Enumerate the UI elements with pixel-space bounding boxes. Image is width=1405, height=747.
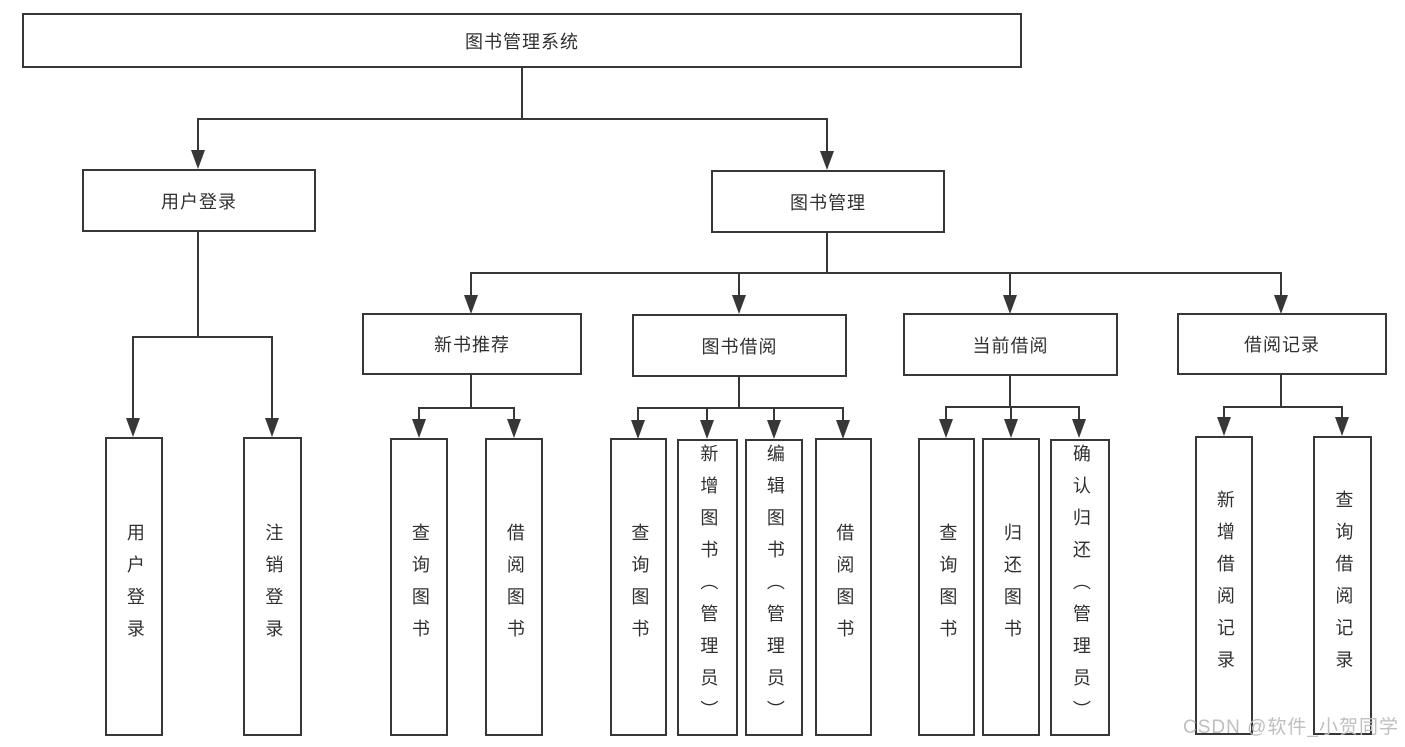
arrow-down-icon xyxy=(820,151,834,170)
connector-line xyxy=(637,407,843,409)
leaf-search-books: 查询图书 xyxy=(918,438,975,736)
arrow-down-icon xyxy=(1274,295,1288,314)
connector-line xyxy=(1341,406,1343,418)
connector-line xyxy=(1223,406,1343,408)
node-label: 借阅图书 xyxy=(834,523,855,651)
connector-line xyxy=(418,407,514,409)
node-label: 借阅记录 xyxy=(1244,335,1320,355)
connector-line xyxy=(513,407,515,420)
arrow-down-icon xyxy=(767,420,781,439)
node-label: 编辑图书（管理员） xyxy=(764,443,785,732)
node-label: 图书管理系统 xyxy=(465,31,579,52)
node-label: 新增图书（管理员） xyxy=(698,443,719,732)
arrow-down-icon xyxy=(700,420,714,439)
connector-line xyxy=(945,406,947,420)
node-label: 查询图书 xyxy=(937,523,958,651)
arrow-down-icon xyxy=(1072,419,1086,438)
leaf-edit-books-admin: 编辑图书（管理员） xyxy=(745,439,803,736)
node-book-management-module: 图书管理 xyxy=(711,170,945,233)
node-borrowing-records: 借阅记录 xyxy=(1177,313,1387,375)
node-current-borrowing: 当前借阅 xyxy=(903,313,1118,376)
node-label: 用户登录 xyxy=(161,191,237,212)
arrow-down-icon xyxy=(191,150,205,169)
node-user-login-module: 用户登录 xyxy=(82,169,316,232)
connector-line xyxy=(132,336,134,419)
arrow-down-icon xyxy=(265,418,279,437)
node-label: 注销登录 xyxy=(263,522,284,651)
connector-line xyxy=(418,407,420,420)
arrow-down-icon xyxy=(631,420,645,439)
arrow-down-icon xyxy=(836,420,850,439)
leaf-borrow-books: 借阅图书 xyxy=(485,438,543,736)
csdn-watermark: CSDN @软件_小贺同学 xyxy=(1183,717,1399,738)
arrow-down-icon xyxy=(1004,419,1018,438)
node-label: 查询图书 xyxy=(629,523,650,651)
connector-line xyxy=(132,336,273,338)
connector-line xyxy=(1280,375,1282,406)
node-label: 新增借阅记录 xyxy=(1214,489,1235,682)
leaf-search-books: 查询图书 xyxy=(390,438,448,736)
node-new-book-recommend: 新书推荐 xyxy=(362,313,582,375)
arrow-down-icon xyxy=(464,295,478,314)
connector-line xyxy=(738,377,740,407)
node-label: 查询借阅记录 xyxy=(1333,489,1354,682)
connector-line xyxy=(826,118,828,152)
connector-line xyxy=(826,233,828,272)
connector-line xyxy=(470,375,472,407)
connector-line xyxy=(945,406,1079,408)
connector-line xyxy=(197,118,199,152)
connector-line xyxy=(521,68,523,118)
arrow-down-icon xyxy=(1217,417,1231,436)
leaf-return-books: 归还图书 xyxy=(982,438,1040,736)
node-library-management-system: 图书管理系统 xyxy=(22,13,1022,68)
arrow-down-icon xyxy=(732,295,746,314)
leaf-search-books: 查询图书 xyxy=(610,438,667,736)
connector-line xyxy=(1223,406,1225,418)
connector-line xyxy=(470,272,1282,274)
node-label: 新书推荐 xyxy=(434,335,510,355)
connector-line xyxy=(773,407,775,420)
connector-line xyxy=(1280,272,1282,296)
connector-line xyxy=(842,407,844,420)
node-label: 借阅图书 xyxy=(504,523,525,651)
connector-line xyxy=(470,272,472,296)
arrow-down-icon xyxy=(126,418,140,437)
leaf-add-borrow-record: 新增借阅记录 xyxy=(1195,436,1253,735)
leaf-borrow-books: 借阅图书 xyxy=(815,438,872,736)
node-label: 归还图书 xyxy=(1001,523,1022,651)
connector-line xyxy=(738,272,740,296)
node-label: 图书借阅 xyxy=(701,336,778,357)
node-book-borrowing: 图书借阅 xyxy=(632,314,847,377)
node-label: 当前借阅 xyxy=(972,335,1049,356)
arrow-down-icon xyxy=(507,419,521,438)
node-label: 确认归还（管理员） xyxy=(1070,443,1091,732)
node-label: 图书管理 xyxy=(790,192,866,213)
arrow-down-icon xyxy=(939,419,953,438)
leaf-logout: 注销登录 xyxy=(243,437,302,736)
node-label: 用户登录 xyxy=(124,522,145,651)
connector-line xyxy=(1010,406,1012,420)
connector-line xyxy=(1078,406,1080,420)
connector-line xyxy=(637,407,639,420)
arrow-down-icon xyxy=(1335,417,1349,436)
leaf-search-borrow-record: 查询借阅记录 xyxy=(1313,436,1372,735)
connector-line xyxy=(197,118,828,120)
connector-line xyxy=(197,232,199,336)
connector-line xyxy=(1009,376,1011,406)
connector-line xyxy=(271,336,273,419)
connector-line xyxy=(706,407,708,420)
arrow-down-icon xyxy=(1003,295,1017,314)
arrow-down-icon xyxy=(412,419,426,438)
leaf-confirm-return-admin: 确认归还（管理员） xyxy=(1050,439,1110,736)
leaf-user-login: 用户登录 xyxy=(105,437,163,736)
node-label: 查询图书 xyxy=(409,523,430,651)
connector-line xyxy=(1009,272,1011,296)
leaf-add-books-admin: 新增图书（管理员） xyxy=(677,439,738,736)
